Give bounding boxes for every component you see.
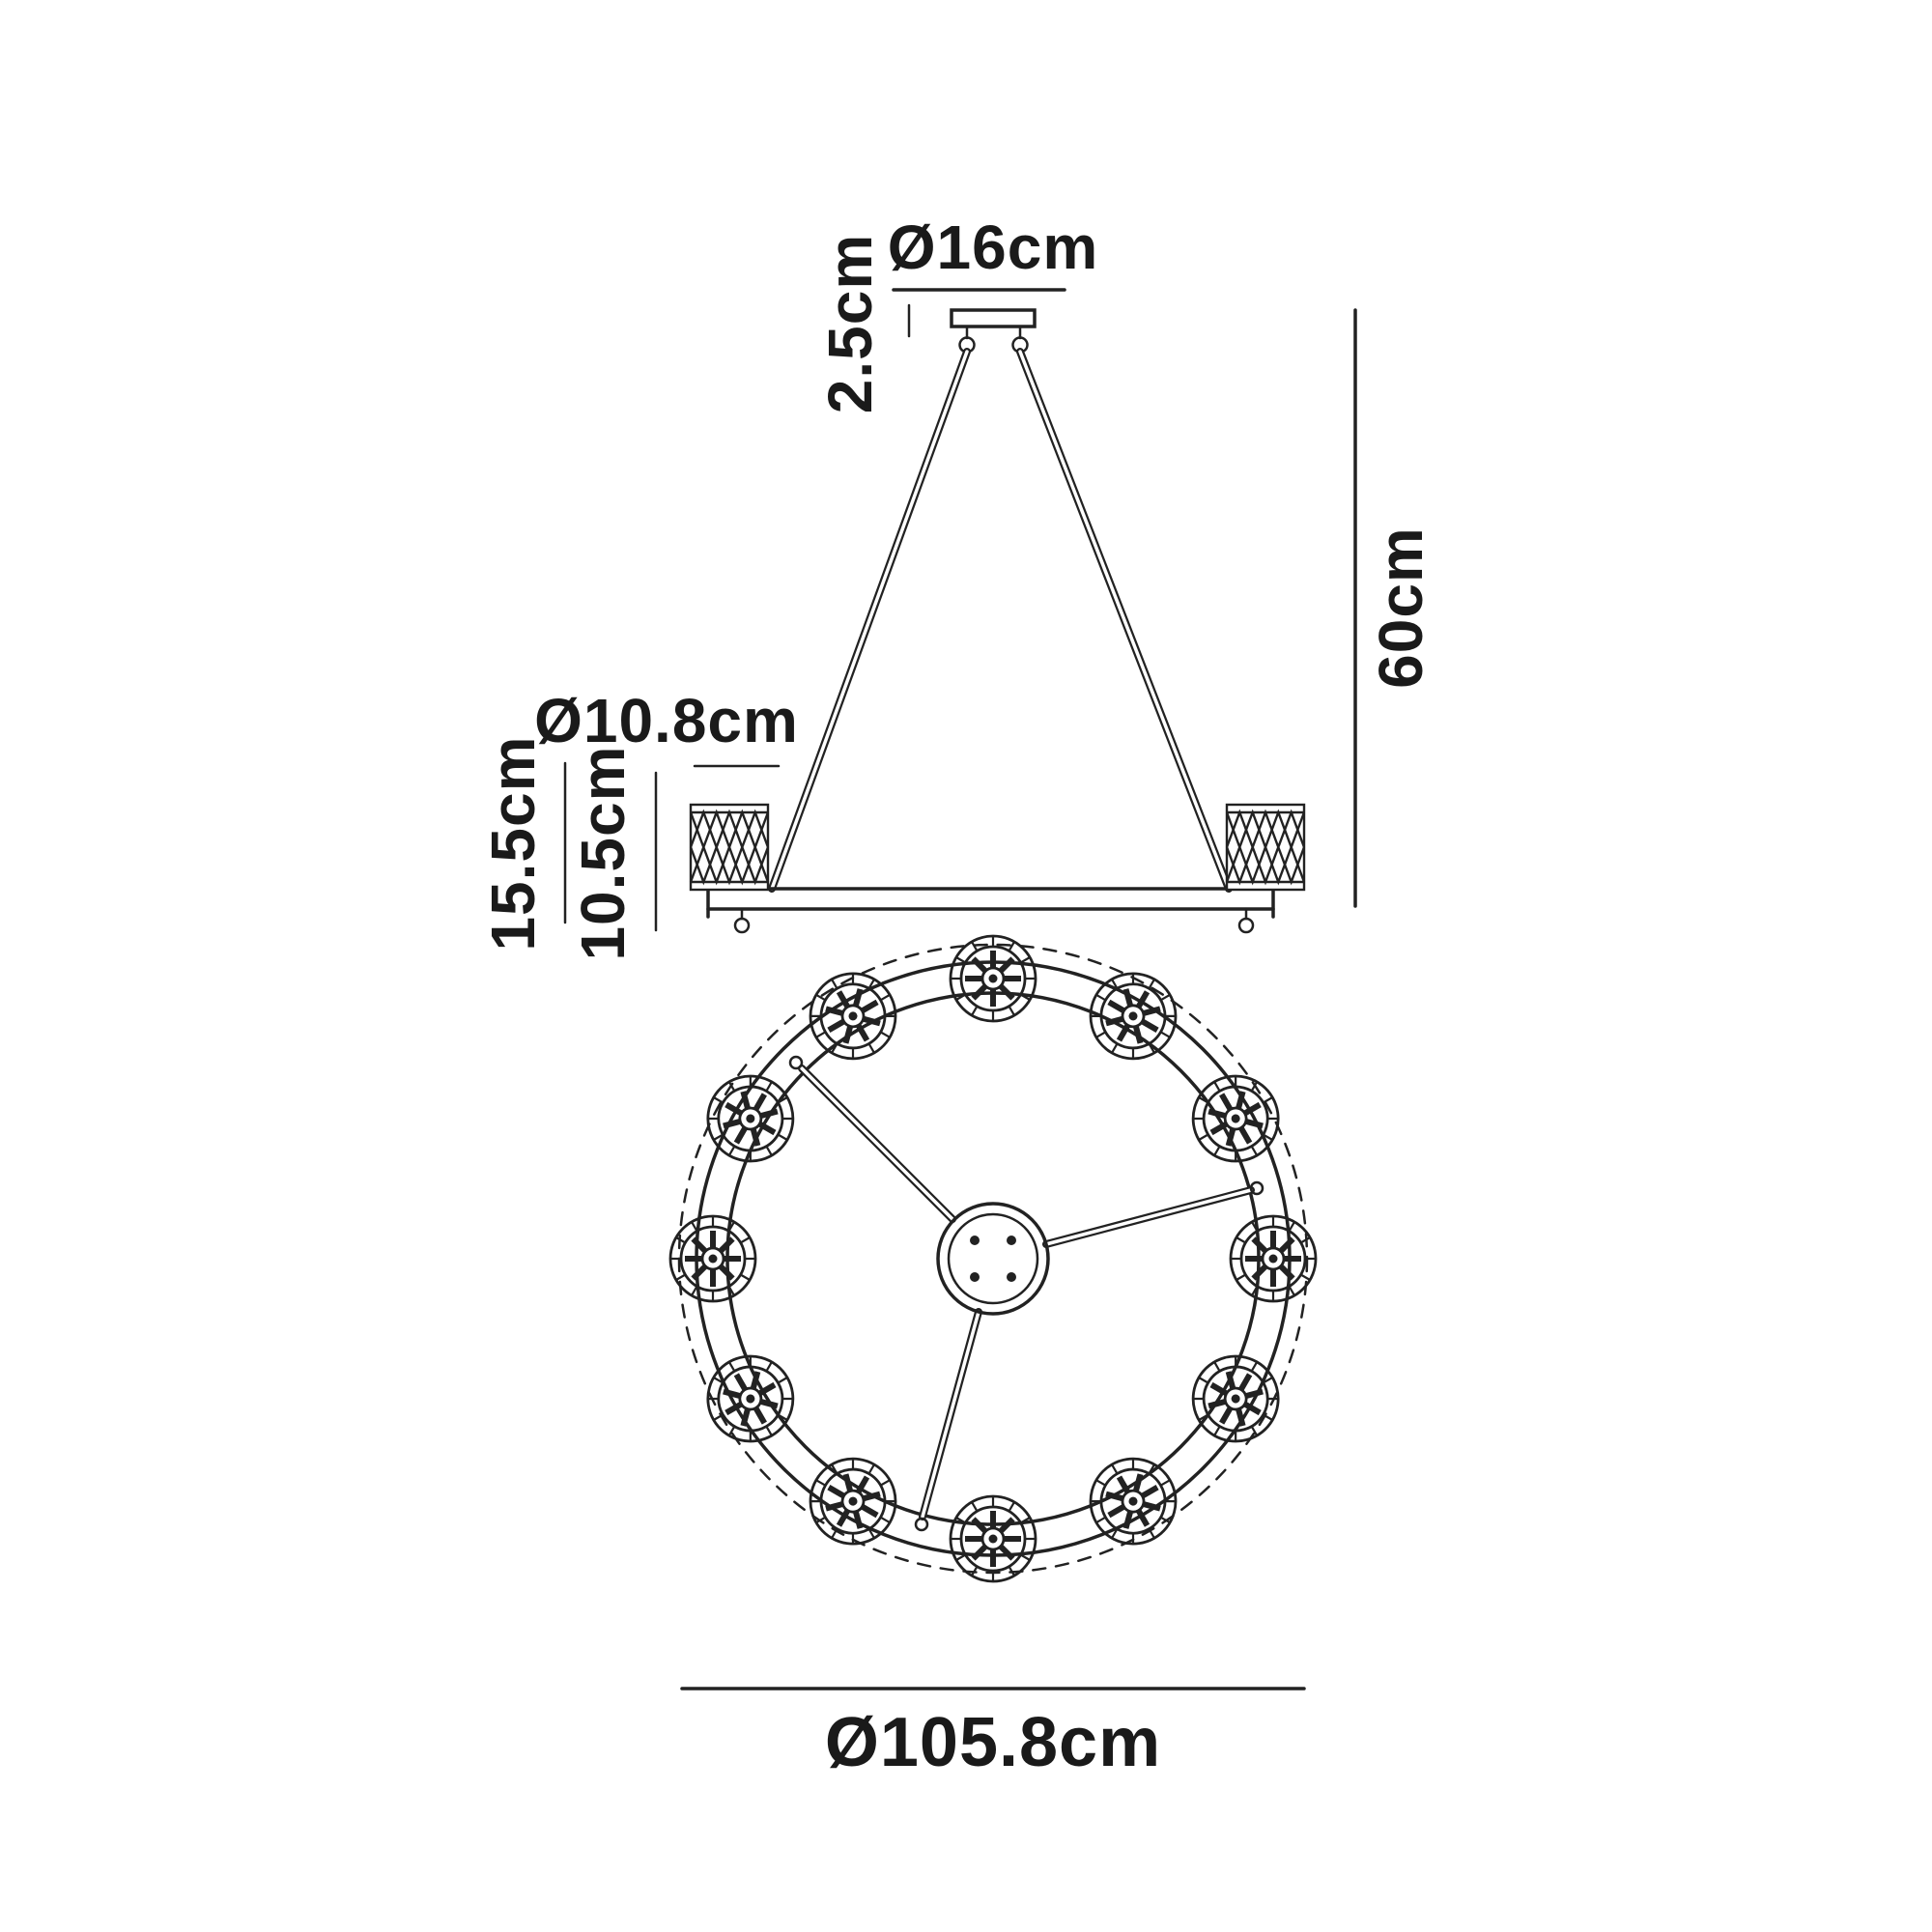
shade-glass-height-label: 10.5cm (568, 745, 638, 960)
hub-screw (970, 1272, 980, 1282)
spoke-hook-lower (914, 1517, 929, 1532)
fixture-diameter-label: Ø105.8cm (825, 1704, 1161, 1781)
plan-spokes (788, 1055, 1264, 1532)
light-head (795, 958, 911, 1074)
light-head (693, 1061, 809, 1177)
crystal-shade-left (689, 803, 770, 892)
light-head (1178, 1341, 1293, 1457)
hub-screw (970, 1236, 980, 1245)
hub-screw (1007, 1236, 1016, 1245)
canopy-diameter-label: Ø16cm (888, 213, 1098, 282)
ring-frame-side (706, 880, 1275, 934)
light-head (1075, 1443, 1191, 1559)
light-head (693, 1341, 809, 1457)
suspension-rods (768, 348, 1233, 893)
light-head (1231, 1216, 1316, 1301)
light-head (795, 1443, 911, 1559)
hub-screw (1007, 1272, 1016, 1282)
shade-total-height-label: 15.5cm (478, 735, 548, 951)
ring-hook-right (1237, 917, 1255, 934)
shade-diameter-label: Ø10.8cm (534, 686, 799, 755)
light-head (670, 1216, 755, 1301)
spoke-hook-right (1249, 1180, 1264, 1196)
canopy-height-label: 2.5cm (815, 234, 885, 413)
drop-height-label: 60cm (1366, 526, 1435, 689)
spoke-hook-upper-left (788, 1055, 804, 1070)
light-head (1178, 1061, 1293, 1177)
plan-dimension: Ø105.8cm (680, 1687, 1306, 1781)
plan-outer-dashed-circle (677, 943, 1309, 1575)
plan-ring-outer-circle (695, 960, 1292, 1557)
plan-hub (936, 1202, 1050, 1316)
side-view: Ø16cm 2.5cm 60cm Ø10.8cm 15.5cm 10.5 (478, 213, 1435, 961)
ceiling-canopy (950, 308, 1037, 354)
ring-hook-left (733, 917, 751, 934)
light-head (951, 936, 1036, 1021)
plan-view (670, 936, 1316, 1581)
plan-light-heads (670, 936, 1316, 1581)
light-head (1075, 958, 1191, 1074)
crystal-shade-right (1225, 803, 1306, 892)
light-head (951, 1496, 1036, 1581)
